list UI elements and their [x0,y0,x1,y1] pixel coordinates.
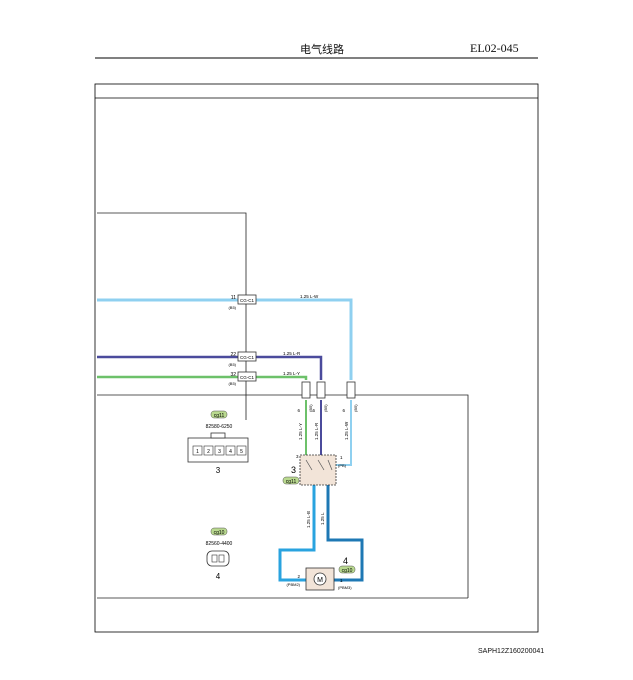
svg-text:cg10: cg10 [342,568,353,574]
connector-lw: CG-C1 11 (B5) 1.25 L-W [228,294,319,310]
svg-text:3: 3 [291,465,296,475]
page-code: EL02-045 [470,41,519,55]
svg-text:82560-4400: 82560-4400 [206,541,233,547]
svg-text:6: 6 [342,408,345,413]
switch-unit-3: 3 cg11 (PB) 3 1 [282,454,347,486]
page-title: 电气线路 [300,43,344,56]
svg-text:1.25 L-R: 1.25 L-R [314,422,319,440]
svg-text:(B5): (B5) [323,404,328,412]
svg-text:(B5): (B5) [353,404,358,412]
svg-text:1.25 L-B: 1.25 L-B [306,511,311,528]
svg-text:3: 3 [218,449,221,455]
svg-text:22: 22 [230,352,236,358]
svg-text:1.25 L-W: 1.25 L-W [344,421,349,440]
svg-text:2: 2 [207,449,210,455]
svg-text:32: 32 [230,372,236,378]
svg-text:cg11: cg11 [286,479,297,485]
svg-text:6: 6 [297,408,300,413]
svg-text:1: 1 [340,455,343,460]
svg-text:4: 4 [216,572,221,581]
svg-text:1.25 L-Y: 1.25 L-Y [298,423,303,440]
svg-text:(B5): (B5) [228,362,236,367]
svg-text:(B5): (B5) [228,305,236,310]
svg-text:1.25 L: 1.25 L [320,512,325,525]
svg-text:CG-C1: CG-C1 [240,375,254,380]
svg-text:1.25 L-Y: 1.25 L-Y [283,371,300,376]
svg-text:M: M [317,577,323,584]
connector-legend-3: cg11 82580-6250 1 2 3 4 5 3 [187,410,249,475]
svg-text:cg11: cg11 [214,413,225,419]
svg-text:(B5): (B5) [308,404,313,412]
wire-light-blue [97,298,353,466]
svg-text:cg10: cg10 [214,530,225,536]
svg-text:1.25 L-R: 1.25 L-R [283,351,301,356]
wire-motor-feed [278,485,364,582]
svg-text:1.25 L-W: 1.25 L-W [300,294,319,299]
svg-text:3: 3 [216,466,221,475]
diagram-frame [94,83,539,633]
svg-text:1: 1 [340,578,343,583]
ground-line-top [97,212,247,420]
motor-unit-4: M 4 cg10 2 (PBM2) 1 (PBM3) 1.25 L-B 1.25… [286,511,356,591]
wire-green [97,375,308,455]
svg-text:6: 6 [312,408,315,413]
drop-connector-3: 6 (B5) 1.25 L-W [342,381,358,440]
figure-code: SAPH12Z160200041 [478,648,545,655]
wire-purple [97,355,323,455]
svg-text:(PB): (PB) [338,463,347,468]
drop-connector-1: 6 (B5) 1.25 L-Y [297,381,313,440]
svg-text:5: 5 [240,449,243,455]
svg-text:(PBM3): (PBM3) [338,585,352,590]
connector-legend-4: cg10 82560-4400 4 [206,527,233,581]
connector-ly: CG-C1 32 (B5) 1.25 L-Y [228,371,300,386]
svg-text:3: 3 [296,454,299,459]
svg-text:(B5): (B5) [228,381,236,386]
drop-connector-2: 6 (B5) 1.25 L-R [312,381,328,440]
svg-text:4: 4 [229,449,232,455]
svg-text:CG-C1: CG-C1 [240,355,254,360]
connector-lr: CG-C1 22 (B5) 1.25 L-R [228,351,301,367]
svg-text:11: 11 [231,295,236,301]
svg-text:2: 2 [297,574,300,579]
svg-text:4: 4 [343,556,348,566]
svg-text:82580-6250: 82580-6250 [206,424,233,430]
ground-line-box [97,394,469,598]
svg-text:CG-C1: CG-C1 [240,298,254,303]
svg-text:1: 1 [196,449,199,455]
svg-text:(PBM2): (PBM2) [286,582,300,587]
